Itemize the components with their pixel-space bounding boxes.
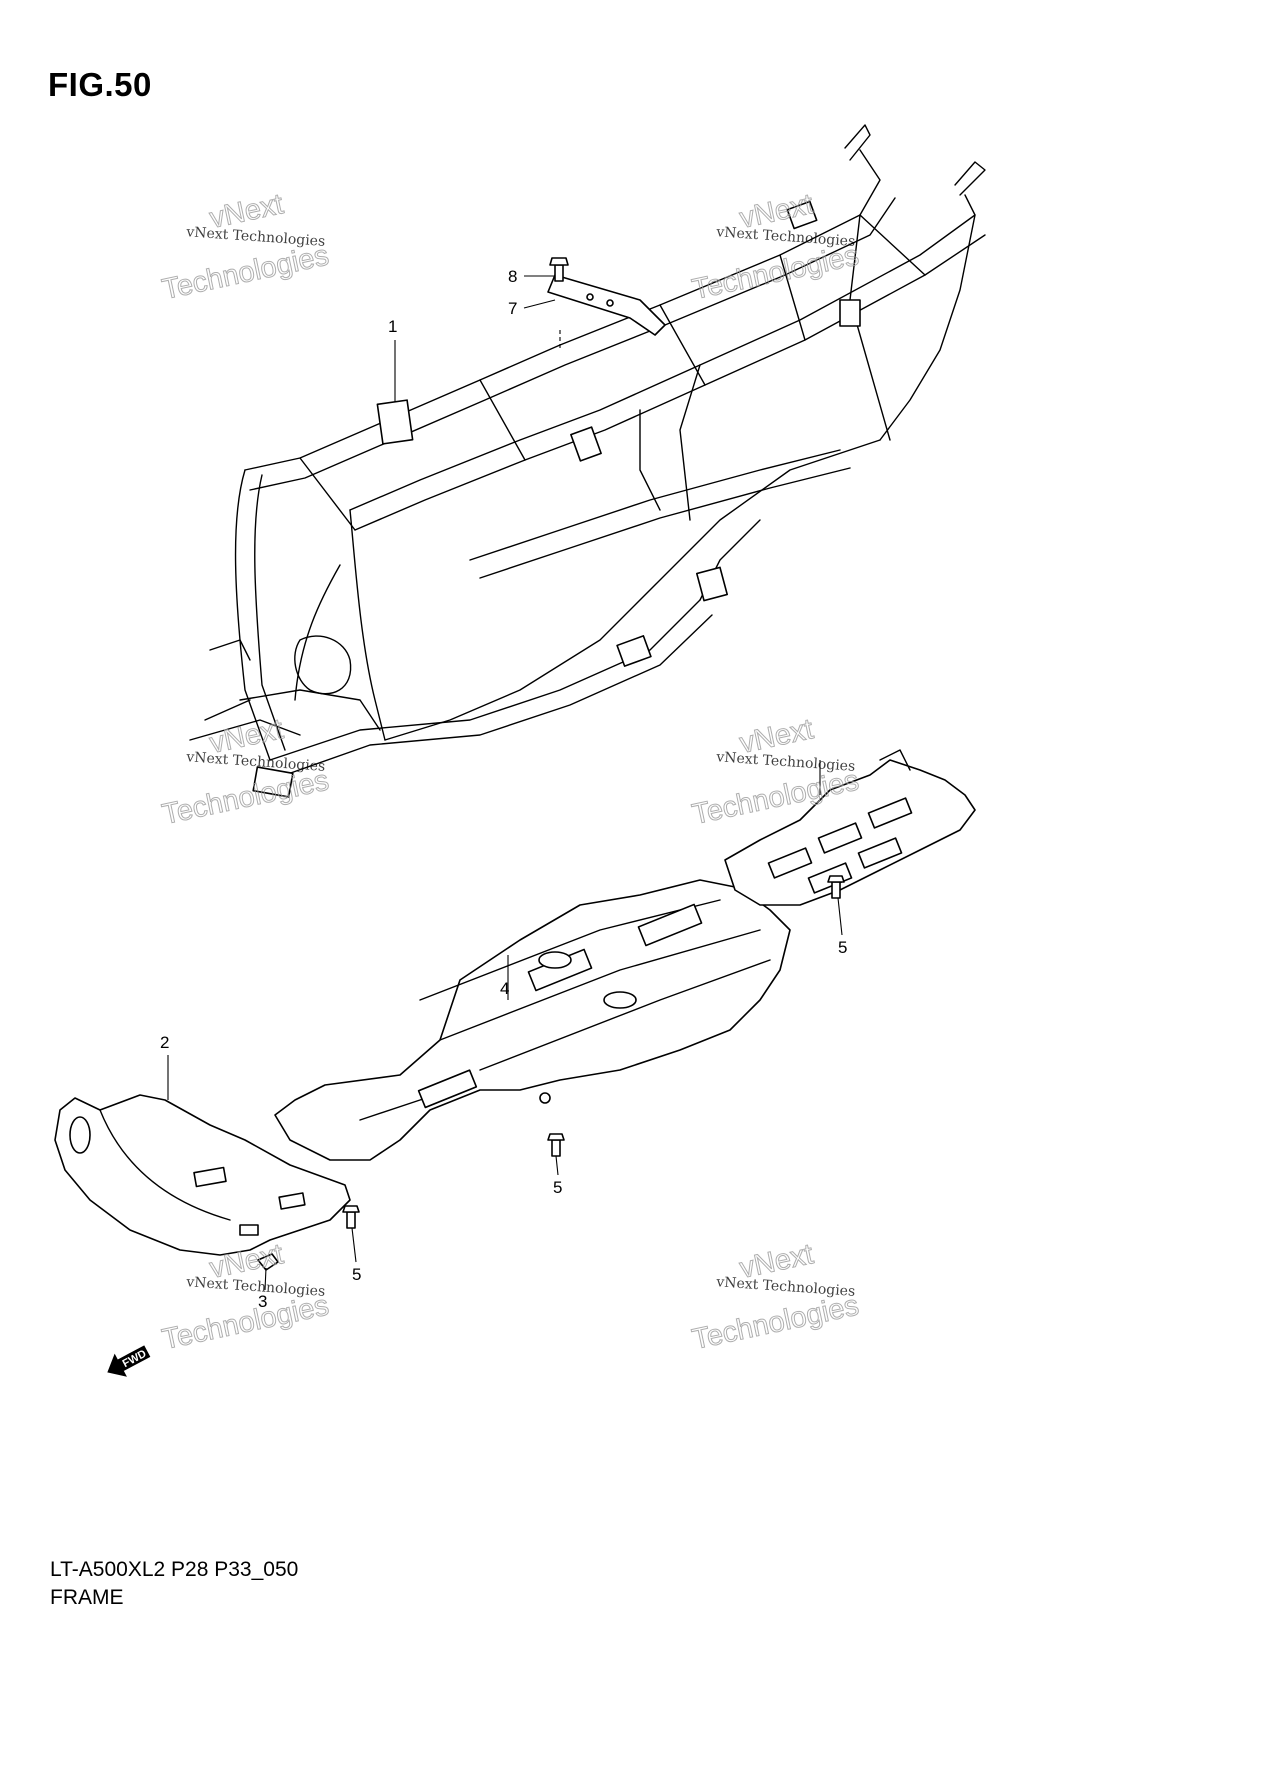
bolt-part-5-rear	[827, 875, 845, 899]
callout-1: 1	[388, 317, 397, 336]
svg-text:Technologies: Technologies	[689, 1290, 861, 1356]
callout-7: 7	[508, 299, 517, 318]
callout-3: 3	[258, 1292, 267, 1311]
front-guard-part-2	[54, 1094, 351, 1256]
diagram-caption: FRAME	[50, 1586, 124, 1609]
watermark-mid-left: Technologies vNext vNext Technologies	[159, 713, 332, 832]
svg-text:vNext Technologies: vNext Technologies	[185, 749, 326, 775]
watermark-top-right: Technologies vNext vNext Technologies	[689, 188, 862, 307]
watermark-top-left: Technologies vNext vNext Technologies	[159, 188, 332, 307]
callout-leaders	[167, 275, 843, 1291]
bolt-part-3	[257, 1253, 279, 1271]
forward-arrow-icon: FWD	[107, 1345, 151, 1377]
bolt-part-5-center	[547, 1133, 565, 1157]
svg-text:Technologies: Technologies	[689, 240, 861, 306]
watermark-bottom-right: Technologies vNext vNext Technologies	[689, 1238, 862, 1357]
svg-text:vNext Technologies: vNext Technologies	[715, 1274, 856, 1300]
svg-text:vNext Technologies: vNext Technologies	[185, 1274, 326, 1300]
callout-8: 8	[508, 267, 517, 286]
callout-labels: 1 2 3 4 5 5 5 7 8	[160, 267, 847, 1311]
frame-bracket-part-7	[547, 274, 666, 350]
figure-title: FIG.50	[48, 66, 152, 103]
watermark-bottom-left: Technologies vNext vNext Technologies	[159, 1238, 332, 1357]
callout-5-front: 5	[352, 1265, 361, 1284]
svg-text:vNext Technologies: vNext Technologies	[715, 749, 856, 775]
model-code: LT-A500XL2 P28 P33_050	[50, 1558, 299, 1581]
under-guard-part-4	[274, 879, 791, 1161]
svg-text:FWD: FWD	[121, 1348, 149, 1370]
callout-4: 4	[500, 979, 509, 998]
svg-text:Technologies: Technologies	[159, 1290, 331, 1356]
svg-text:Technologies: Technologies	[159, 765, 331, 831]
bolt-part-8	[549, 257, 569, 282]
bolt-part-5-front	[342, 1205, 360, 1229]
frame-assembly	[189, 124, 986, 798]
callout-2: 2	[160, 1033, 169, 1052]
callout-5-rear: 5	[838, 938, 847, 957]
svg-text:Technologies: Technologies	[159, 240, 331, 306]
svg-text:vNext Technologies: vNext Technologies	[185, 224, 326, 250]
callout-5-center: 5	[553, 1178, 562, 1197]
